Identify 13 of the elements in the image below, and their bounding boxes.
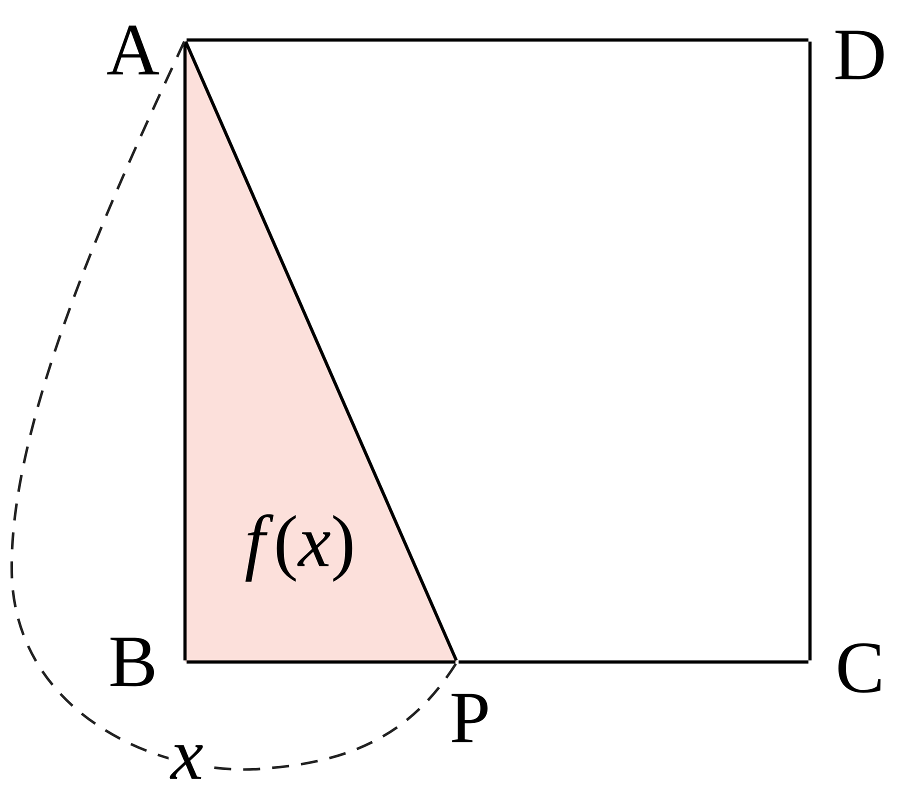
vertex-label: C (838, 643, 881, 693)
line-segment (458, 660, 808, 664)
line-segment (186, 38, 808, 42)
line-segment (183, 42, 187, 660)
edge-label: x (168, 743, 206, 781)
vertex-label: A (107, 26, 160, 74)
line-segment (186, 660, 456, 664)
dashed-curve (10, 41, 458, 770)
vertex-label: B (110, 638, 154, 686)
vertex-label: D (836, 30, 884, 80)
line-segment (808, 42, 812, 660)
function-label: f(x) (245, 514, 352, 582)
vertex-label: P (452, 694, 488, 742)
